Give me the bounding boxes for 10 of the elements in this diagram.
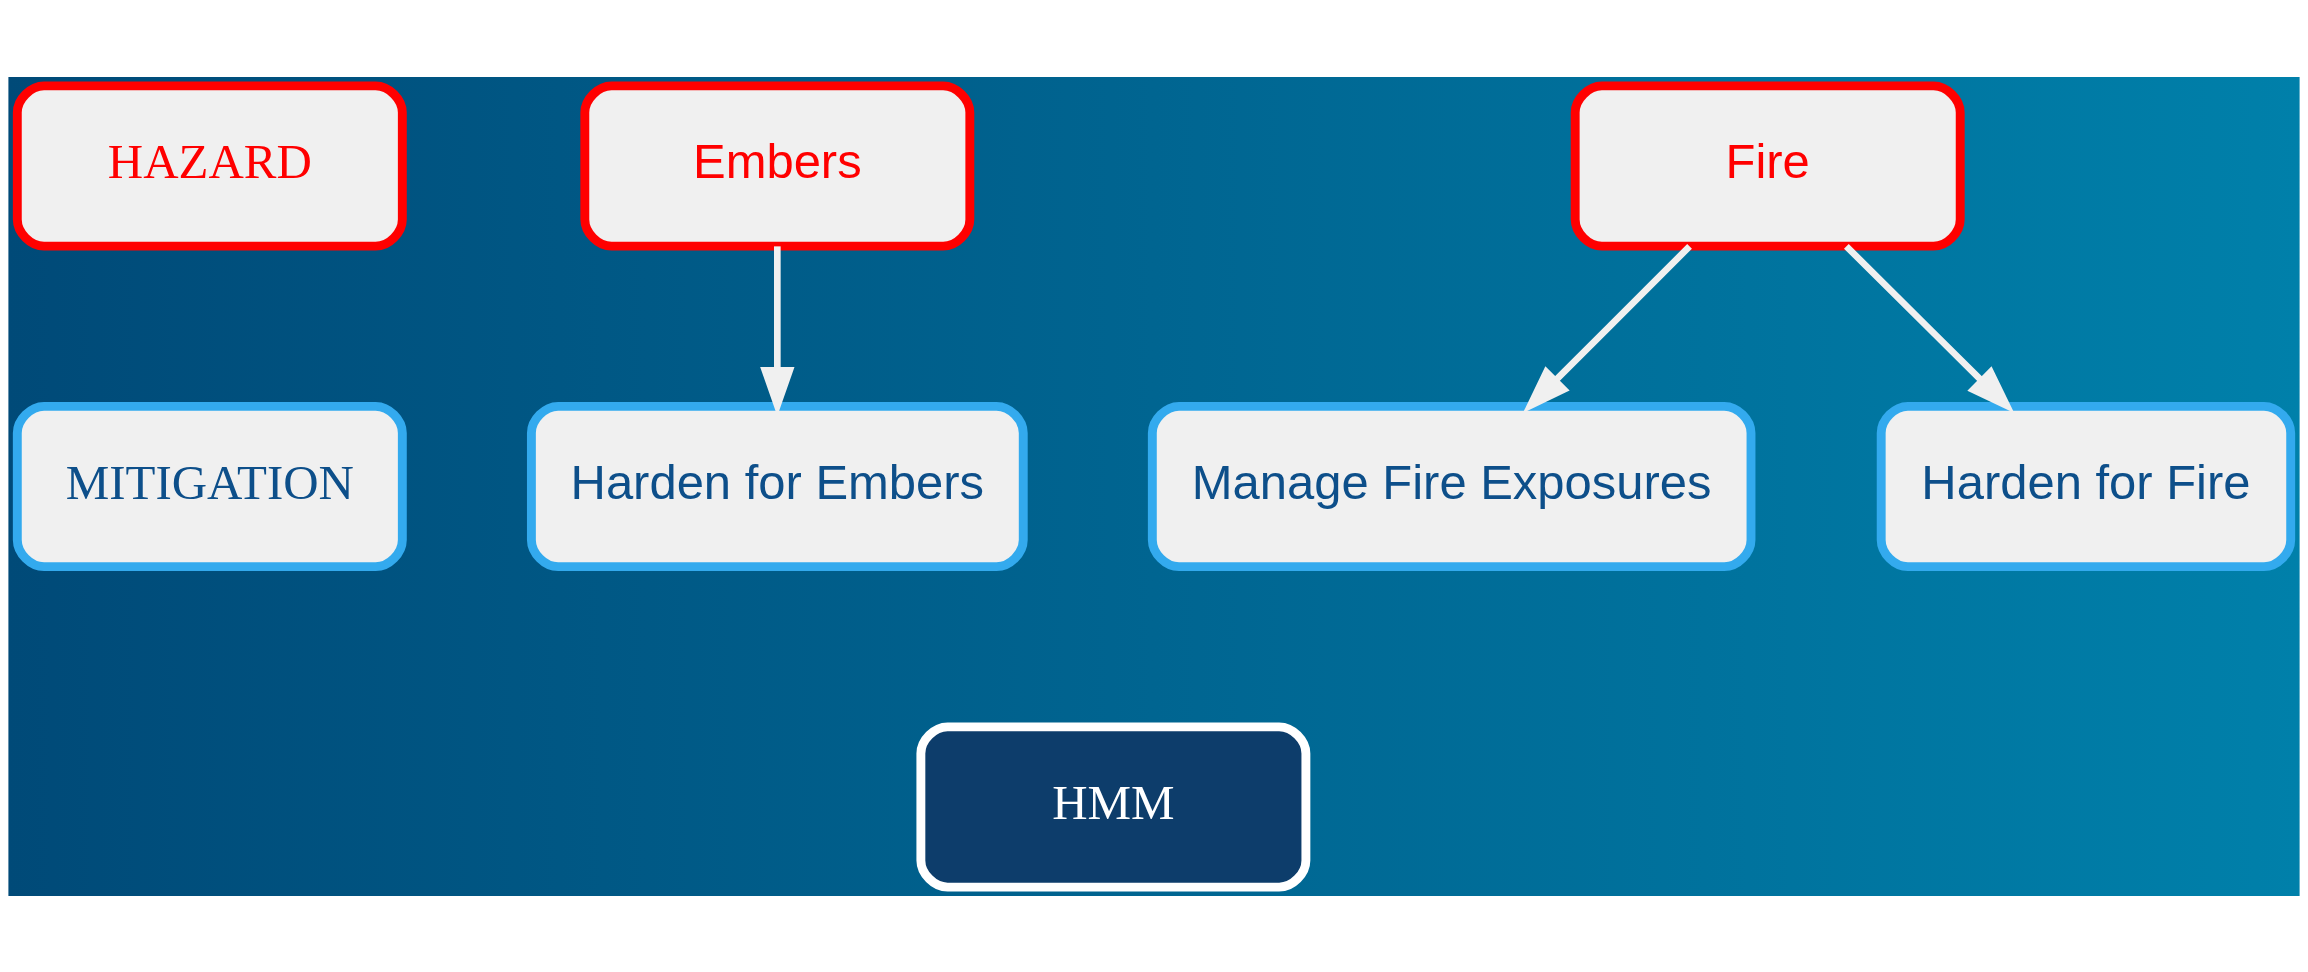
node-box: Embers bbox=[580, 80, 975, 251]
node-box: MITIGATION bbox=[12, 401, 407, 571]
node-box: Harden for Fire bbox=[1876, 401, 2296, 571]
node-box: Harden for Embers bbox=[526, 401, 1028, 571]
node-box: HAZARD bbox=[12, 80, 407, 251]
arrow bbox=[1844, 243, 2015, 413]
node-box: Fire bbox=[1570, 80, 1965, 251]
node-box: Manage Fire Exposures bbox=[1147, 401, 1756, 571]
node-box: HMM bbox=[916, 721, 1311, 892]
arrow bbox=[1522, 243, 1692, 413]
